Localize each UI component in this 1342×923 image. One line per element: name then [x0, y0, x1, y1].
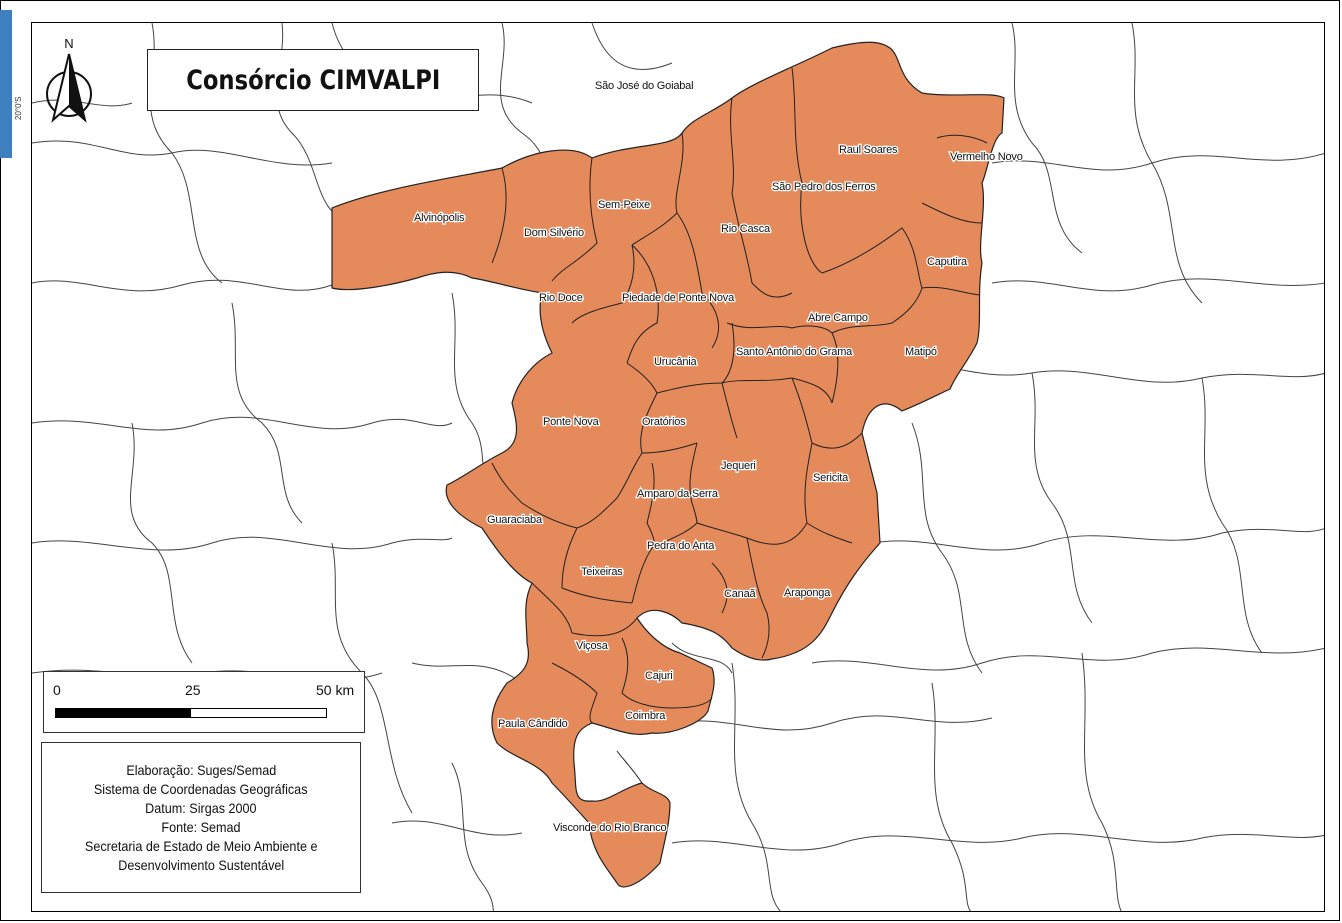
- label-caputira: Caputira: [927, 256, 968, 268]
- label-santo-antonio-do-grama: Santo Antônio do Grama: [736, 346, 853, 358]
- north-arrow-icon: N: [41, 36, 97, 132]
- north-label: N: [64, 36, 73, 51]
- label-guaraciaba: Guaraciaba: [487, 514, 543, 526]
- background-borders: [32, 23, 1324, 911]
- label-abre-campo: Abre Campo: [808, 312, 868, 324]
- scale-label-50: 50 km: [316, 682, 355, 698]
- latitude-label: 20°0'S: [14, 96, 23, 120]
- label-cajuri: Cajuri: [645, 670, 673, 682]
- accent-strip: [0, 10, 12, 158]
- scale-bar-fill: [56, 709, 191, 717]
- label-urucania: Urucânia: [654, 356, 698, 368]
- label-raul-soares: Raul Soares: [839, 144, 898, 156]
- scale-bar-box: 0 25 50 km: [43, 671, 365, 733]
- label-visconde-do-rio-branco: Visconde do Rio Branco: [553, 822, 666, 834]
- map-title: Consórcio CIMVALPI: [185, 64, 441, 96]
- map-canvas: São José do Goiabal Raul Soares Vermelho…: [32, 23, 1324, 911]
- label-rio-casca: Rio Casca: [721, 223, 771, 235]
- credits-line: Sistema de Coordenadas Geográficas: [94, 780, 308, 797]
- label-paula-candido: Paula Cândido: [498, 718, 568, 730]
- label-ponte-nova: Ponte Nova: [543, 416, 600, 428]
- municipality-borders: [491, 67, 988, 784]
- label-sem-peixe: Sem-Peixe: [598, 199, 650, 211]
- label-alvinopolis: Alvinópolis: [414, 212, 465, 224]
- label-piedade-de-ponte-nova: Piedade de Ponte Nova: [622, 292, 735, 304]
- label-canaa: Canaã: [724, 588, 756, 600]
- cimvalpi-region: [331, 41, 1005, 888]
- label-oratorios: Oratórios: [642, 416, 686, 428]
- label-matipo: Matipó: [905, 346, 937, 358]
- map-title-box: Consórcio CIMVALPI: [147, 49, 479, 111]
- label-sao-pedro-dos-ferros: São Pedro dos Ferros: [772, 181, 876, 193]
- scale-label-25: 25: [185, 682, 201, 698]
- credits-line: Datum: Sirgas 2000: [145, 799, 257, 816]
- credits-box: Elaboração: Suges/Semad Sistema de Coord…: [41, 742, 361, 893]
- label-rio-doce: Rio Doce: [539, 292, 583, 304]
- label-amparo-da-serra: Amparo da Serra: [637, 488, 719, 500]
- label-sao-jose-do-goiabal: São José do Goiabal: [595, 80, 693, 92]
- credits-line: Elaboração: Suges/Semad: [126, 761, 276, 778]
- label-vermelho-novo: Vermelho Novo: [950, 151, 1023, 163]
- credits-line: Desenvolvimento Sustentável: [118, 856, 284, 873]
- label-araponga: Araponga: [784, 587, 831, 599]
- label-dom-silverio: Dom Silvério: [524, 227, 584, 239]
- label-vicosa: Viçosa: [576, 640, 609, 652]
- scale-bar: [55, 708, 327, 718]
- label-teixeiras: Teixeiras: [581, 566, 623, 578]
- credits-line: Secretaria de Estado de Meio Ambiente e: [84, 837, 318, 854]
- label-coimbra: Coimbra: [625, 710, 666, 722]
- label-jequeri: Jequeri: [721, 460, 756, 472]
- label-sericita: Sericita: [813, 472, 849, 484]
- credits-line: Fonte: Semad: [161, 818, 241, 835]
- label-pedra-do-anta: Pedra do Anta: [647, 540, 715, 552]
- municipality-labels: São José do Goiabal Raul Soares Vermelho…: [413, 79, 1024, 836]
- scale-label-0: 0: [53, 682, 61, 698]
